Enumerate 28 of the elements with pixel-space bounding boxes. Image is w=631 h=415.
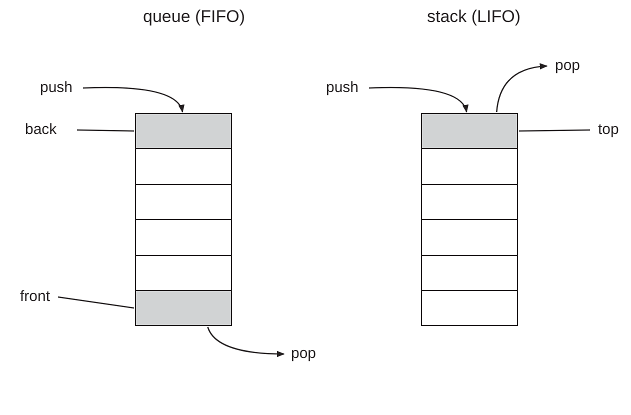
operation-label: push [326,79,359,97]
heading: queue (FIFO) [143,8,246,26]
queue-slot [135,184,232,220]
stack-slot [421,184,518,220]
pointer-label: top [598,121,619,139]
queue-slot [135,290,232,326]
curved-arrow [82,86,184,113]
stack-slot [421,290,518,326]
leader-line [58,296,134,309]
pointer-label: front [20,288,50,306]
stack-slot [421,113,518,150]
pointer-label: back [25,121,57,139]
queue-slot [135,113,232,150]
operation-label: pop [555,57,580,75]
heading: stack (LIFO) [427,8,521,26]
curved-arrow [368,86,468,113]
operation-label: pop [291,345,316,363]
operation-label: push [40,79,73,97]
leader-line [76,129,134,132]
queue-slot [135,254,232,291]
stack-slot [421,148,518,185]
queue-slot [135,148,232,185]
stack-slot [421,254,518,291]
stack-slot [421,219,518,256]
curved-arrow [496,63,548,112]
leader-line [519,129,590,132]
curved-arrow [207,326,285,358]
queue-slot [135,219,232,256]
